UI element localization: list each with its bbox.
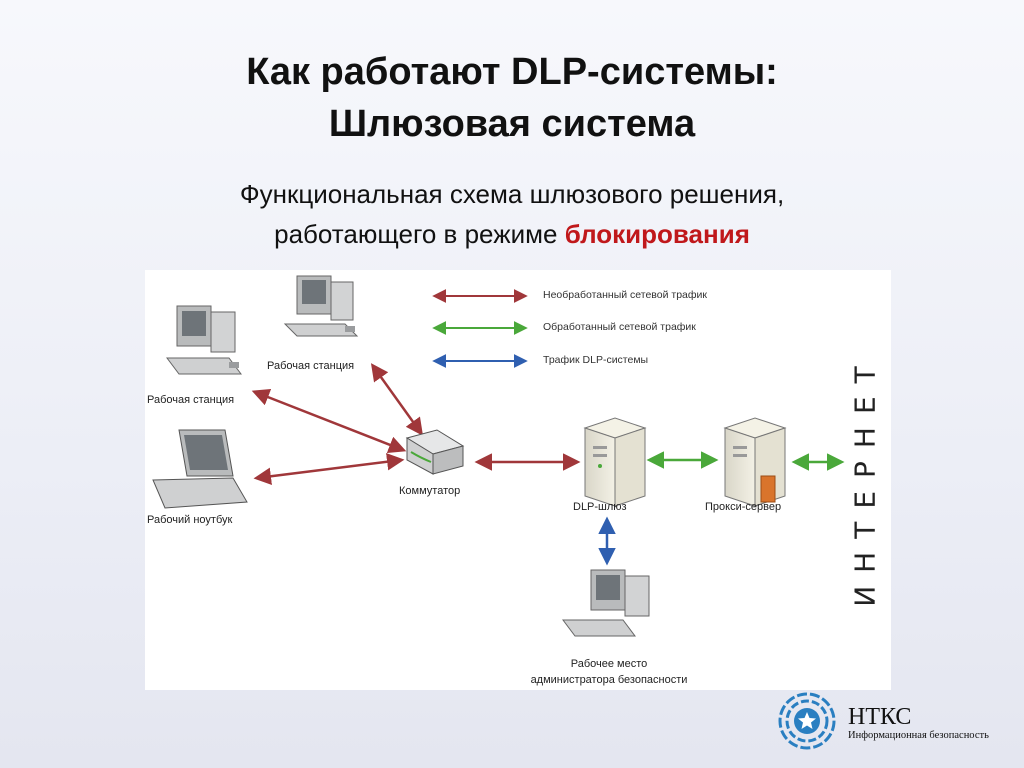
legend-label-processed: Обработанный сетевой трафик	[543, 321, 696, 333]
logo-tagline: Информационная безопасность	[848, 730, 989, 741]
legend-label-dlp: Трафик DLP-системы	[543, 354, 649, 366]
internet-label-box: ИНТЕРНЕТ	[847, 353, 883, 607]
legend-label-raw: Необработанный сетевой трафик	[543, 289, 707, 301]
workstation-left-icon	[166, 305, 242, 375]
logo-name: НТКС	[848, 704, 912, 730]
admin-label-line-1: Рабочее место	[570, 658, 648, 670]
slide-subtitle: Функциональная схема шлюзового решения, …	[0, 174, 1024, 254]
diagram-canvas	[152, 275, 845, 637]
workstation-top-icon	[283, 275, 359, 337]
laptop-icon	[152, 429, 248, 509]
ntks-logo-icon	[778, 692, 836, 750]
slide-title: Как работают DLP-системы: Шлюзовая систе…	[0, 46, 1024, 150]
subtitle-highlight: блокирования	[564, 219, 750, 249]
dlp-gateway-label: DLP-шлюз	[573, 501, 627, 513]
admin-workstation-icon	[562, 569, 650, 637]
subtitle-prefix: работающего в режиме	[274, 219, 565, 249]
switch-label: Коммутатор	[399, 485, 461, 497]
internet-label: ИНТЕРНЕТ	[848, 353, 882, 607]
proxy-label: Прокси-сервер	[705, 501, 782, 513]
title-line-1: Как работают DLP-системы:	[246, 51, 778, 93]
subtitle-line-1: Функциональная схема шлюзового решения,	[239, 179, 785, 209]
title-line-2: Шлюзовая система	[328, 103, 696, 145]
network-diagram: Необработанный сетевой трафик Обработанн…	[145, 270, 891, 690]
admin-label-line-2: администратора безопасности	[530, 674, 688, 686]
arrow-ws-top-switch	[370, 363, 424, 436]
proxy-server-icon	[723, 417, 787, 507]
laptop-label: Рабочий ноутбук	[147, 514, 233, 526]
switch-icon	[405, 429, 465, 475]
arrow-ws-left-switch	[251, 388, 407, 454]
dlp-server-icon	[583, 417, 647, 507]
subtitle-line-2: работающего в режиме блокирования	[0, 214, 1024, 254]
arrow-laptop-switch	[253, 453, 405, 485]
workstation-left-label: Рабочая станция	[147, 394, 235, 406]
workstation-top-label: Рабочая станция	[267, 360, 355, 372]
